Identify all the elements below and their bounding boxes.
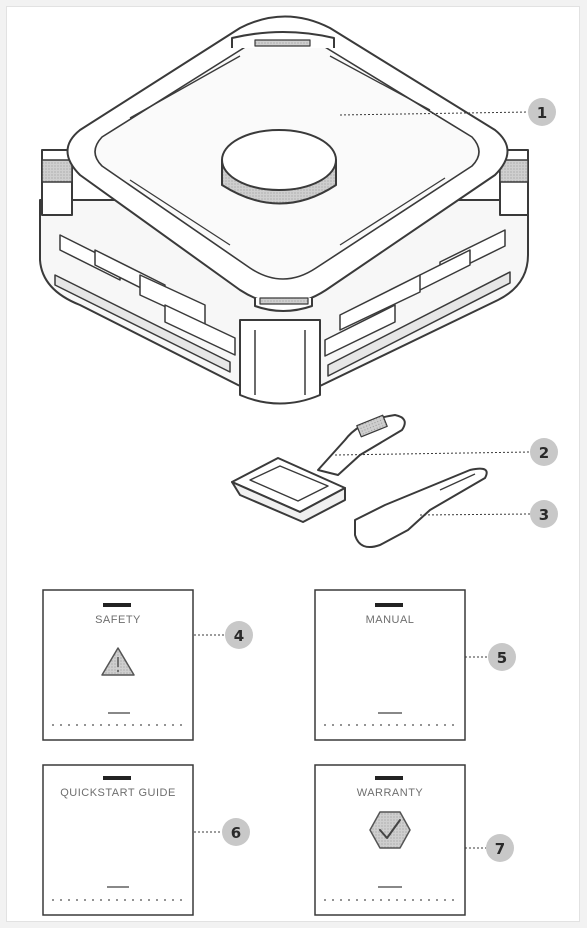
document-warranty: WARRANTY [314, 764, 466, 916]
callout-number: 4 [234, 627, 244, 645]
document-manual: MANUAL [314, 589, 466, 741]
checkmark-hexagon-icon [369, 811, 411, 849]
document-quickstart-guide: QUICKSTART GUIDE [42, 764, 194, 916]
callout-4: 4 [225, 621, 253, 649]
callout-2: 2 [530, 438, 558, 466]
callout-1: 1 [528, 98, 556, 126]
document-title-quickstart: QUICKSTART GUIDE [60, 787, 176, 799]
document-title-warranty: WARRANTY [357, 787, 424, 799]
document-title-manual: MANUAL [366, 614, 415, 626]
callout-6: 6 [222, 818, 250, 846]
callout-3: 3 [530, 500, 558, 528]
raclette-pan [231, 414, 406, 523]
callout-number: 6 [231, 824, 241, 842]
callout-7: 7 [486, 834, 514, 862]
document-safety: SAFETY [42, 589, 194, 741]
raclette-grill [39, 15, 529, 405]
spatula [354, 467, 488, 548]
callout-number: 2 [539, 444, 549, 462]
callout-number: 1 [537, 104, 547, 122]
callout-number: 3 [539, 506, 549, 524]
callout-5: 5 [488, 643, 516, 671]
callout-number: 5 [497, 649, 507, 667]
callout-number: 7 [495, 840, 505, 858]
warning-triangle-icon [101, 647, 135, 676]
document-title-safety: SAFETY [95, 614, 141, 626]
